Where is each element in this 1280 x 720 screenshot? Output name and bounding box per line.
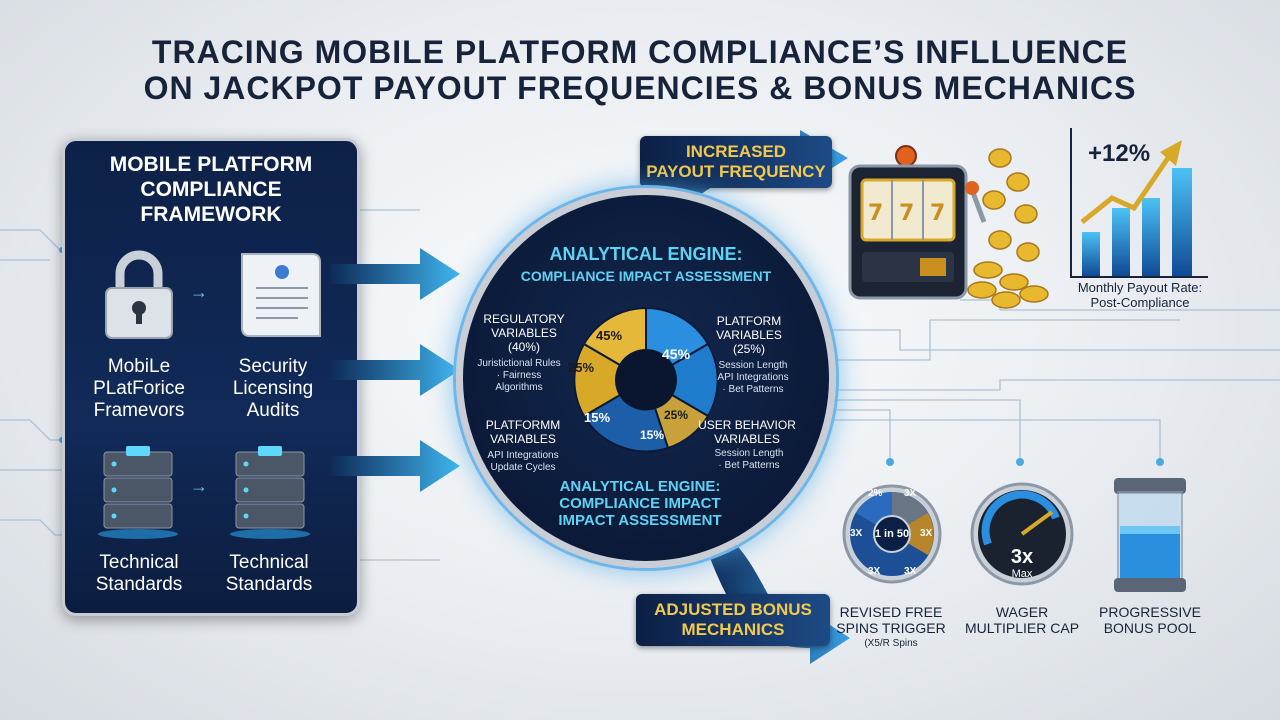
free-spins-caption: REVISED FREE SPINS TRIGGER (X5/R Spins [836, 604, 946, 649]
user-behavior-variables-label: USER BEHAVIOR VARIABLES [698, 418, 796, 446]
segment-label: 25% [568, 360, 595, 375]
wheel-cell: 2% [868, 488, 883, 499]
page-title-line-1: TRACING MOBILE PLATFORM COMPLIANCE’S INF… [151, 34, 1129, 70]
multiplier-gauge-icon [970, 482, 1074, 586]
panel-title: MOBILE PLATFORM COMPLIANCE FRAMEWORK [109, 153, 313, 226]
page-title-line-2: ON JACKPOT PAYOUT FREQUENCIES & BONUS ME… [143, 70, 1137, 106]
segment-regulatory [582, 306, 647, 367]
arrow-icon: → [190, 282, 208, 302]
segment-label: 15% [640, 428, 665, 442]
impact-donut [573, 306, 719, 453]
segment-label: 25% [664, 408, 689, 422]
chart-caption: Monthly Payout Rate: Post-Compliance [1077, 280, 1203, 310]
segment-label: 15% [584, 410, 611, 425]
item-security-licensing-audits: Security Licensing Audits [232, 356, 314, 421]
platform-variables-items: Session Length API Integrations · Bet Pa… [717, 360, 789, 395]
growth-label: +12% [1088, 140, 1151, 167]
free-spins-wheel-icon [842, 484, 942, 584]
regulatory-variables-items: Juristictional Rules · Fairness Algorith… [477, 358, 561, 393]
platform-variables-bottom-label: PLATFORMM VARIABLES [485, 418, 561, 446]
wheel-cell: 3X [904, 566, 917, 577]
bonus-mechanics-banner [636, 594, 830, 646]
platform-variables-label: PLATFORM VARIABLES (25%) [716, 314, 782, 356]
input-arrows [330, 248, 460, 492]
wager-cap-caption: WAGER MULTIPLIER CAP [964, 604, 1080, 636]
engine-subtitle: COMPLIANCE IMPACT ASSESSMENT [520, 268, 772, 284]
wheel-cell: 3X [920, 528, 933, 539]
segment-label: 45% [596, 328, 623, 343]
svg-text:7: 7 [930, 201, 945, 226]
arrow-icon: → [190, 476, 208, 496]
payout-frequency-label: INCREASED PAYOUT FREQUENCY [646, 142, 826, 181]
platform-variables-bottom-items: API Integrations Update Cycles [487, 450, 559, 473]
engine-bottom-label: ANALYTICAL ENGINE: COMPLIANCE IMPACT IMP… [558, 478, 722, 529]
bonus-pool-caption: PROGRESSIVE BONUS POOL [1099, 604, 1201, 636]
payout-bars [1080, 140, 1192, 276]
gauge-unit: Max [1011, 568, 1033, 580]
gauge-value: 3x [1010, 546, 1034, 568]
wheel-cell: 3X [904, 488, 917, 499]
item-technical-standards-1: Technical Standards [95, 552, 183, 595]
wheel-cell: 3X [868, 566, 881, 577]
document-scroll-icon [241, 253, 321, 337]
segment-label: 45% [662, 346, 691, 362]
svg-text:7: 7 [899, 201, 914, 226]
server-rack-icon [98, 446, 178, 539]
regulatory-variables-label: REGULATORY VARIABLES (40%) [483, 312, 565, 354]
payout-rate-chart [1070, 128, 1208, 278]
bonus-pool-icon [1114, 478, 1186, 592]
engine-title: ANALYTICAL ENGINE: [549, 244, 743, 264]
padlock-icon [105, 250, 173, 339]
item-technical-standards-2: Technical Standards [225, 552, 313, 595]
svg-text:7: 7 [868, 201, 883, 226]
item-mobile-platform-frameworks: MobiLe PLatForice Framevors [93, 356, 185, 421]
server-rack-icon [230, 446, 310, 539]
user-behavior-variables-items: Session Length · Bet Patterns [714, 448, 784, 471]
wheel-center: 1 in 50 [874, 528, 910, 540]
payout-frequency-banner [640, 136, 832, 188]
wheel-cell: 3X [850, 528, 863, 539]
bonus-mechanics-label: ADJUSTED BONUS MECHANICS [654, 600, 812, 639]
